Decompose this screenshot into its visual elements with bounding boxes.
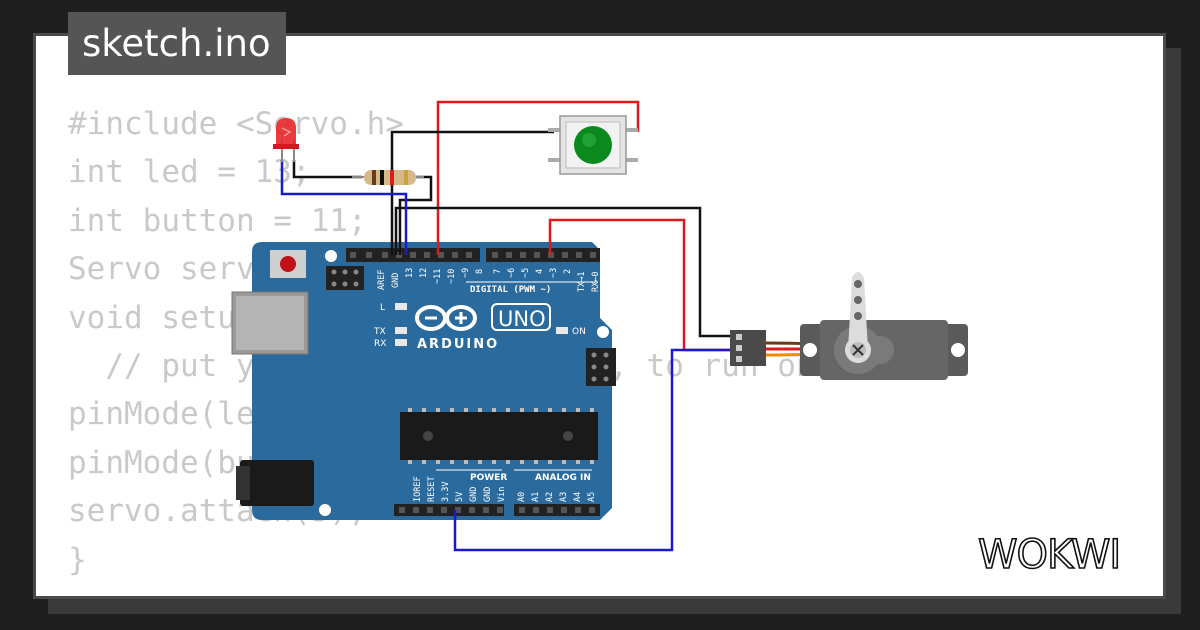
wire-black[interactable] — [398, 175, 433, 255]
pin-label: A4 — [573, 492, 583, 502]
pin-label: A1 — [531, 492, 541, 502]
pin-label: GND — [483, 487, 493, 502]
pin-label: A5 — [587, 492, 597, 502]
wokwi-logo: WOKWI — [977, 531, 1122, 578]
power-header — [394, 504, 504, 516]
pin-label: 5V — [455, 492, 465, 502]
file-tab[interactable]: sketch.ino — [68, 12, 286, 75]
status-led — [395, 339, 407, 346]
led-label: TX — [373, 327, 386, 337]
icsp-header — [326, 266, 364, 290]
wire-blue[interactable] — [453, 348, 742, 552]
pin-label: GND — [391, 273, 401, 288]
wokwi-logo-text: WOKWI — [978, 532, 1120, 578]
code-line: } — [68, 541, 87, 578]
pin-label: 13 — [405, 268, 415, 278]
code-line: int button = 11; — [68, 202, 367, 239]
servo[interactable] — [730, 272, 968, 380]
mounting-hole — [325, 250, 337, 262]
wire-black[interactable] — [390, 130, 554, 255]
pin-label: ~6 — [507, 268, 517, 278]
pin-label: A2 — [545, 492, 555, 502]
mounting-hole — [319, 504, 331, 516]
wire-blue[interactable] — [280, 160, 408, 255]
pin-label: 4 — [535, 269, 545, 274]
board-model: UNO — [498, 307, 546, 331]
pin-label: A0 — [517, 492, 527, 502]
pin-label: 2 — [563, 269, 573, 274]
led-label: RX — [374, 339, 386, 349]
pin-label: AREF — [377, 270, 387, 290]
power-label: POWER — [470, 473, 507, 483]
pushbutton-green[interactable] — [548, 115, 638, 175]
pin-label: ~3 — [549, 268, 559, 278]
on-label: ON — [572, 327, 586, 337]
power-jack — [240, 460, 314, 506]
pin-label: 7 — [493, 269, 503, 274]
pin-label: ~9 — [461, 268, 471, 278]
arduino-uno-board[interactable]: AREF GND 13 12 ~11 ~10 ~9 8 7 ~6 ~5 4 ~3… — [231, 242, 616, 520]
pin-label: GND — [469, 487, 479, 502]
mounting-hole — [597, 326, 609, 338]
led-red[interactable] — [273, 118, 299, 162]
power-led — [556, 327, 568, 334]
pin-label: ~5 — [521, 268, 531, 278]
status-led — [395, 303, 407, 310]
arduino-logo: UNO ARDUINO — [415, 303, 551, 352]
file-tab-label: sketch.ino — [82, 22, 271, 65]
analog-label: ANALOG IN — [535, 473, 591, 483]
wire-red[interactable] — [436, 100, 640, 255]
pin-label: 8 — [475, 269, 485, 274]
pin-label: Vin — [497, 487, 507, 502]
pin-label: 12 — [419, 268, 429, 278]
led-label: L — [380, 303, 385, 313]
icsp-header-2 — [586, 348, 616, 386]
pin-label: RESET — [427, 476, 437, 502]
wire-black[interactable] — [292, 160, 362, 179]
pin-label: ~10 — [447, 269, 457, 284]
analog-header — [514, 504, 600, 516]
wire-black[interactable] — [394, 206, 738, 338]
pin-label: A3 — [559, 492, 569, 502]
digital-label: DIGITAL (PWM ~) — [470, 285, 551, 295]
digital-header-right — [486, 248, 600, 262]
board-brand: ARDUINO — [417, 337, 499, 352]
pin-label: ~11 — [433, 269, 443, 284]
pin-label: 3.3V — [441, 482, 451, 502]
status-led — [395, 327, 407, 334]
pin-label: IOREF — [413, 476, 423, 502]
code-line: #include <Servo.h> — [68, 106, 404, 142]
resistor[interactable] — [352, 170, 424, 185]
wires — [280, 100, 744, 552]
